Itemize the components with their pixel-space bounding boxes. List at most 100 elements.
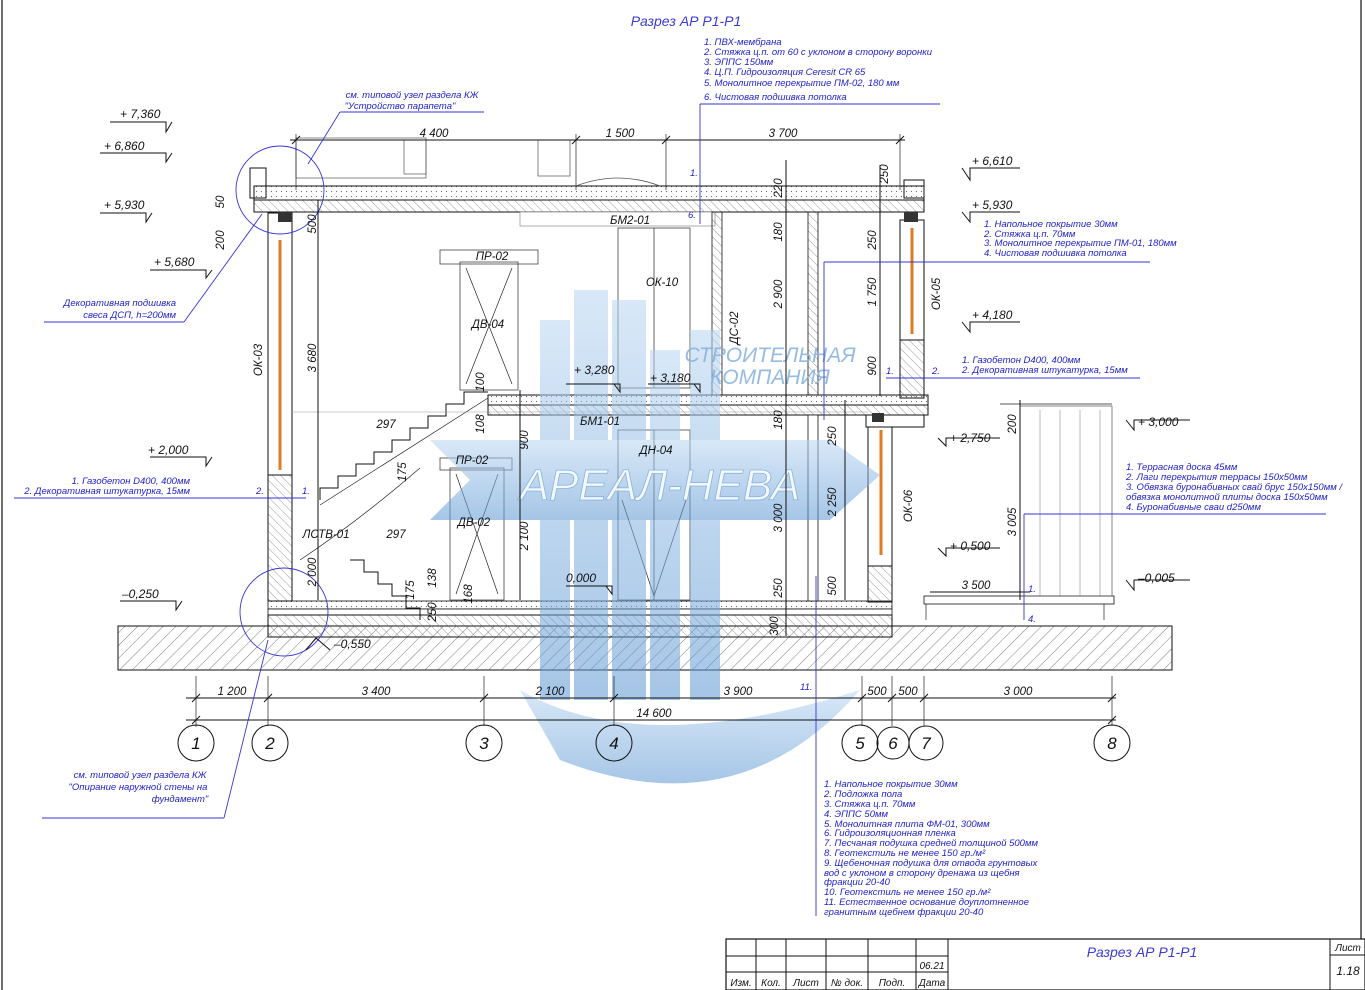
dim-3500: 3 500 — [962, 580, 991, 592]
label-bm2-01: БМ2-01 — [610, 215, 650, 227]
marker-wall-right-2: 2. — [931, 366, 940, 377]
dim-v108: 108 — [475, 414, 487, 434]
note-floor2-line: 4. Чистовая подшивка потолка — [984, 248, 1127, 259]
dim-v297b: 297 — [385, 529, 406, 541]
note-floor1-line: 3. Стяжка ц.п. 70мм — [824, 799, 916, 810]
level-0000: 0,000 — [566, 571, 596, 585]
marker-wall-left-1: 1. — [302, 486, 310, 497]
dim-v3680: 3 680 — [307, 343, 319, 372]
parapet-detail-circle — [235, 145, 325, 235]
vertical-dimension-chain — [317, 160, 1021, 636]
note-eaves-line: Декоративная подшивка — [63, 298, 176, 309]
dim-1500: 1 500 — [606, 128, 635, 140]
dim-v200b: 200 — [1007, 414, 1019, 435]
dim-4400: 4 400 — [420, 128, 449, 140]
note-floor2-line: 3. Монолитное перекрытие ПМ-01, 180мм — [984, 238, 1177, 249]
marker-roof-6: 6. — [688, 210, 696, 221]
title-block — [725, 938, 1365, 990]
dim-b500-b: 500 — [898, 686, 918, 698]
axis-8: 8 — [1107, 734, 1117, 753]
watermark-line2: КОМПАНИЯ — [710, 366, 830, 389]
note-wall-left-line: 2. Декоративная штукатурка, 15мм — [23, 486, 190, 497]
note-roof-line: 3. ЭППС 150мм — [704, 57, 774, 68]
level-minus-0250: –0,250 — [121, 587, 159, 601]
dim-v50: 50 — [215, 195, 227, 208]
marker-roof-1: 1. — [690, 168, 698, 179]
roof-slab — [253, 137, 925, 227]
dim-v220: 220 — [773, 178, 785, 199]
level-2000: + 2,000 — [148, 443, 189, 457]
dim-b14600: 14 600 — [636, 708, 672, 720]
stamp-col-podp: Подп. — [879, 978, 906, 989]
dim-b2100: 2 100 — [535, 686, 565, 698]
note-floor1-line: вод с уклоном в сторону дренажа из щебня — [824, 868, 1020, 879]
note-roof-line: 4. Ц.П. Гидроизоляция Ceresit CR 65 — [704, 67, 866, 78]
note-floor1-line: 5. Монолитная плита ФМ-01, 300мм — [824, 819, 990, 830]
note-wall-left: 1. Газобетон D400, 400мм 2. Декоративная… — [23, 476, 190, 497]
note-floor1-line: 10. Геотекстиль не менее 150 гр./м² — [824, 887, 991, 898]
marker-wall-left-2: 2. — [255, 486, 264, 497]
dim-v2000: 2 000 — [307, 557, 319, 587]
title-block-name: Разрез АР Р1-Р1 — [1087, 944, 1198, 960]
dim-b3000: 3 000 — [1004, 686, 1033, 698]
axis-4: 4 — [609, 734, 618, 753]
note-roof-line: 6. Чистовая подшивка потолка — [704, 92, 847, 103]
note-floor1-line: фракции 20-40 — [824, 877, 891, 888]
level-minus-0005: –0,005 — [1137, 571, 1175, 585]
note-terrace-line: 2. Лаги перекрытия террасы 150х50мм — [1125, 472, 1308, 483]
note-floor1-line: 8. Геотекстиль не менее 150 гр./м² — [824, 848, 986, 859]
level-minus-0550: –0,550 — [333, 637, 371, 651]
note-floor1-line: 1. Напольное покрытие 30мм — [824, 779, 958, 790]
label-pr-02-upper: ПР-02 — [476, 251, 509, 263]
axis-bubbles — [177, 724, 1131, 762]
note-floor1: 1. Напольное покрытие 30мм 2. Подложка п… — [823, 779, 1039, 918]
note-roof-line: 5. Монолитное перекрытие ПМ-02, 180 мм — [704, 78, 900, 89]
level-4180: + 4,180 — [972, 308, 1013, 322]
note-floor2-line: 1. Напольное покрытие 30мм — [984, 219, 1118, 230]
dim-v180b: 180 — [773, 410, 785, 430]
note-foundation-node-line: "Опирание наружной стены на — [69, 782, 208, 793]
dim-v180a: 180 — [773, 222, 785, 242]
level-5930: + 5,930 — [104, 198, 145, 212]
note-parapet: см. типовой узел раздела КЖ "Устройство … — [345, 90, 480, 112]
note-floor1-line: 6. Гидроизоляционная пленка — [824, 828, 956, 839]
dim-v250a: 250 — [879, 164, 891, 185]
label-dv-02: ДВ-02 — [456, 517, 491, 529]
dim-v168: 168 — [463, 584, 475, 604]
label-ok-06: ОК-06 — [903, 489, 915, 522]
note-terrace-line: 3. Обвязка буронабивных свай брус 150х15… — [1126, 482, 1343, 493]
note-parapet-line: "Устройство парапета" — [345, 101, 456, 112]
note-terrace: 1. Террасная доска 45мм 2. Лаги перекрыт… — [1125, 462, 1343, 513]
level-3180: + 3,180 — [650, 371, 691, 385]
note-floor1-line: 4. ЭППС 50мм — [824, 809, 889, 820]
note-foundation-node: см. типовой узел раздела КЖ "Опирание на… — [69, 770, 209, 805]
stamp-date-value: 06.21 — [919, 961, 944, 972]
dim-v100: 100 — [475, 372, 487, 392]
note-floor1-line: 7. Песчаная подушка средней толщиной 500… — [824, 838, 1038, 849]
axis-2: 2 — [264, 734, 275, 753]
note-foundation-node-line: фундамент" — [152, 794, 209, 805]
note-roof: 1. ПВХ-мембрана 2. Стяжка ц.п. от 60 с у… — [703, 37, 933, 103]
label-ds-02: ДС-02 — [729, 311, 741, 347]
drawing-title-top: Разрез АР Р1-Р1 — [631, 13, 742, 29]
dim-v250c: 250 — [773, 578, 785, 599]
axis-5: 5 — [855, 734, 865, 753]
dim-b3900: 3 900 — [724, 686, 753, 698]
level-5930-right: + 5,930 — [972, 198, 1013, 212]
dim-v2250: 2 250 — [827, 487, 839, 517]
level-6610: + 6,610 — [972, 154, 1013, 168]
note-floor1-line: 2. Подложка пола — [823, 789, 902, 800]
sheet-label: Лист — [1334, 943, 1361, 954]
dim-b3400: 3 400 — [362, 686, 391, 698]
watermark-logo — [430, 290, 880, 784]
level-3280: + 3,280 — [574, 363, 615, 377]
note-floor1-line: гранитным щебнем фракции 20-40 — [824, 907, 984, 918]
label-dn-04: ДН-04 — [637, 445, 672, 457]
label-bm1-01: БМ1-01 — [580, 416, 620, 428]
dim-v900a: 900 — [867, 356, 879, 376]
marker-wall-right-1: 1. — [886, 366, 894, 377]
top-dimensions — [290, 134, 905, 190]
axis-3: 3 — [479, 734, 489, 753]
note-eaves: Декоративная подшивка свеса ДСП, h=200мм — [63, 298, 177, 321]
